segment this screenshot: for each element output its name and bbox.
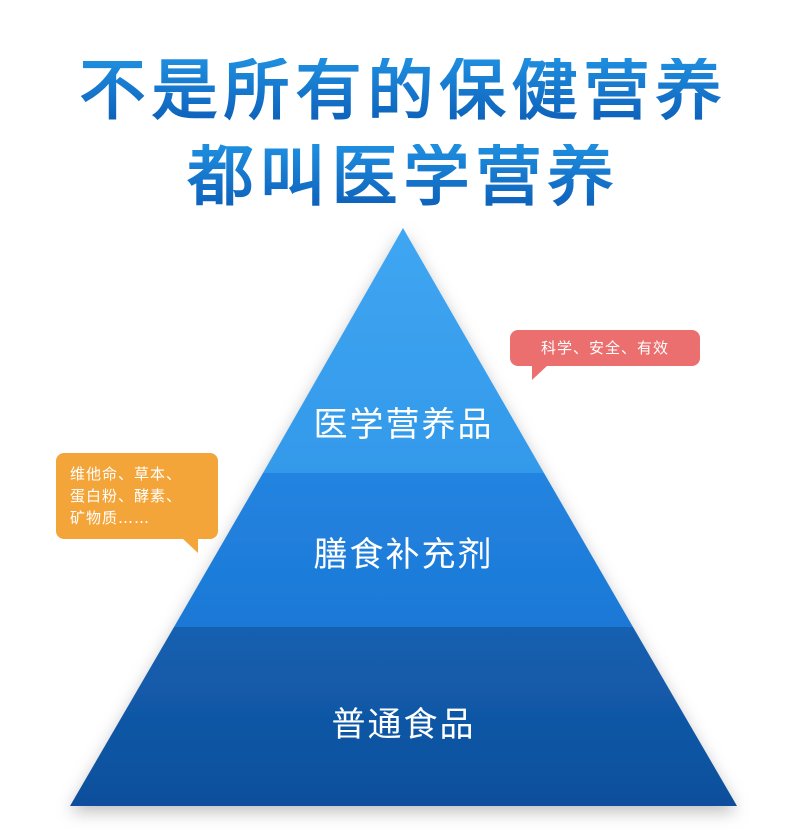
title-line-1: 不是所有的保健营养	[0, 58, 807, 124]
callout-middle-line-2: 蛋白粉、酵素、	[70, 487, 183, 505]
callout-middle-line-1: 维他命、草本、	[70, 465, 183, 483]
tier-middle	[174, 473, 633, 627]
title-line-2: 都叫医学营养	[0, 144, 807, 210]
callout-middle-line-3: 矿物质……	[70, 509, 151, 527]
callout-top: 科学、安全、有效	[510, 330, 700, 380]
tier-bottom	[70, 627, 737, 806]
tier-top	[263, 228, 544, 473]
tier-bottom-label: 普通食品	[331, 705, 476, 745]
tier-middle-label: 膳食补充剂	[313, 535, 494, 575]
callout-middle: 维他命、草本、 蛋白粉、酵素、 矿物质……	[56, 453, 218, 553]
tier-top-label: 医学营养品	[313, 405, 494, 445]
